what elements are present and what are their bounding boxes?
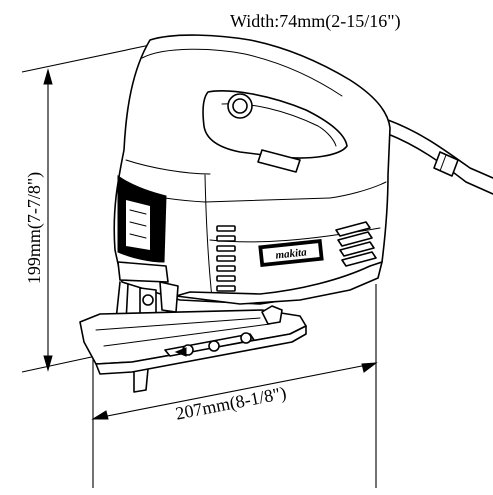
- front-nose: [117, 175, 167, 263]
- base-plate: [79, 305, 307, 375]
- power-cord: [387, 119, 493, 195]
- height-dimension: 199mm(7-7/8"): [21, 44, 151, 373]
- height-dimension-label: 199mm(7-7/8"): [24, 172, 45, 284]
- motor-housing: [113, 34, 391, 305]
- width-dimension-label: Width:74mm(2-15/16"): [230, 11, 401, 32]
- brand-plate: makita: [258, 238, 324, 268]
- vent-slots-rear: [335, 221, 377, 267]
- jigsaw-illustration: makita: [79, 34, 493, 393]
- brand-logo: makita: [275, 246, 308, 261]
- vent-slots-front: [216, 225, 236, 292]
- lock-on-button: [227, 93, 253, 119]
- length-dimension-label: 207mm(8-1/8"): [174, 383, 288, 425]
- lower-body: [175, 261, 383, 305]
